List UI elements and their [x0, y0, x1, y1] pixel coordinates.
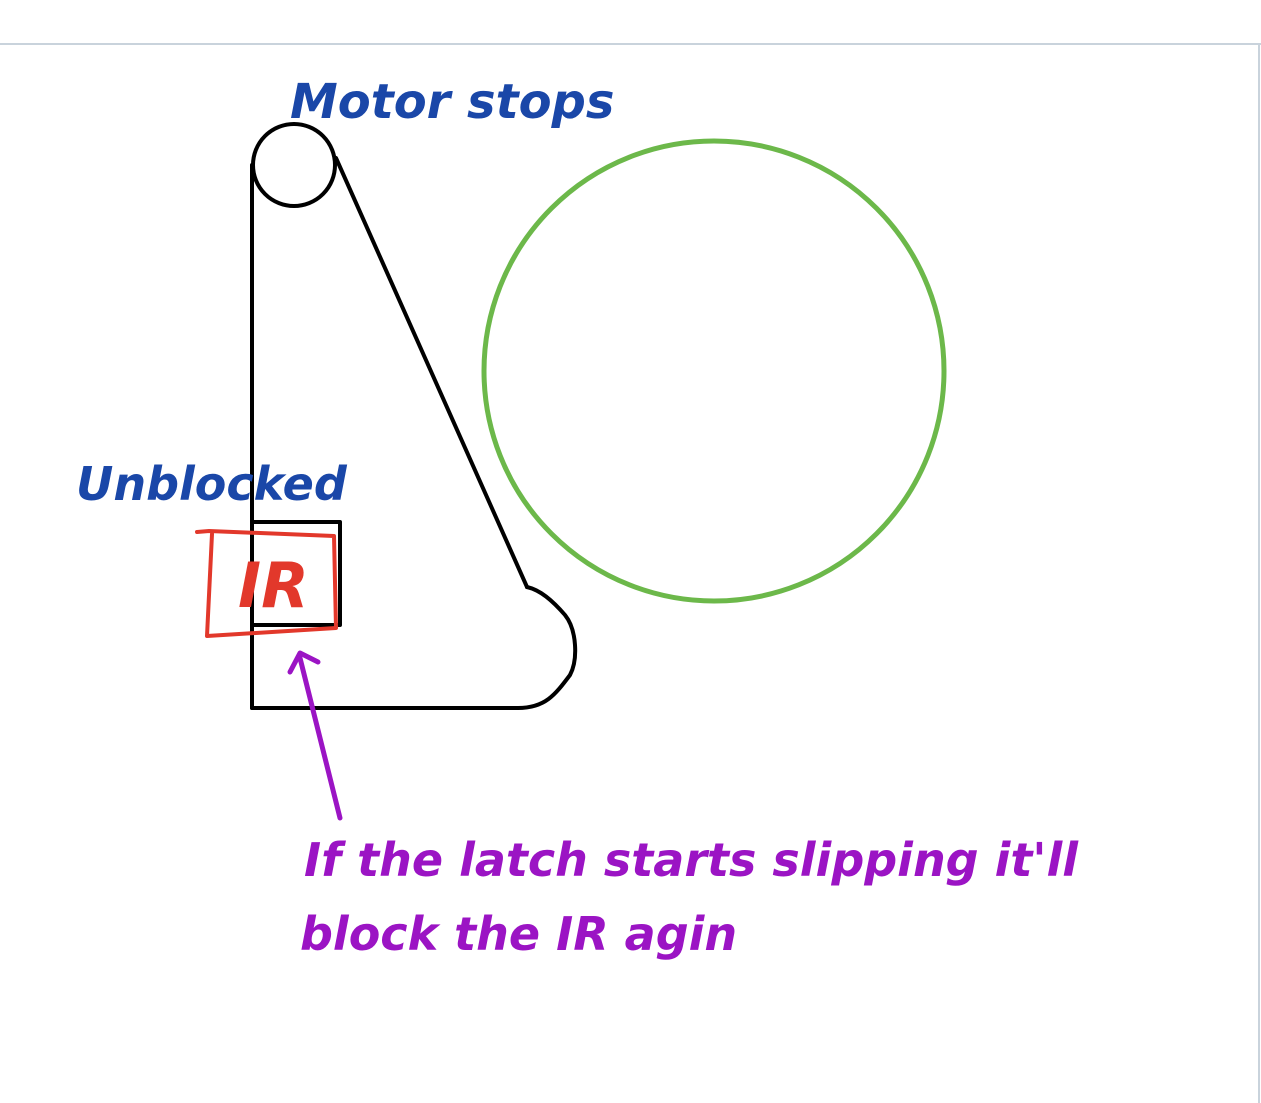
arrow-head	[287, 650, 321, 675]
ir-label: IR	[238, 549, 309, 622]
latch-hook-tip	[516, 585, 578, 710]
latch-arm	[250, 122, 578, 710]
wheel-circle	[481, 138, 947, 604]
ir-housing-outline	[252, 520, 342, 627]
unblocked-label: Unblocked	[76, 457, 348, 511]
motor-stops-label: Motor stops	[290, 74, 614, 130]
note-line-1: If the latch starts slipping it'll	[304, 833, 1079, 887]
note-line-2: block the IR agin	[300, 907, 737, 961]
pointer-arrow	[287, 650, 343, 821]
arrow-shaft	[297, 655, 343, 821]
ir-sensor-housing	[252, 520, 342, 627]
latch-slanted-edge	[334, 156, 529, 589]
ir-sensor-box	[195, 529, 338, 638]
motor-pivot-circle	[251, 122, 337, 208]
